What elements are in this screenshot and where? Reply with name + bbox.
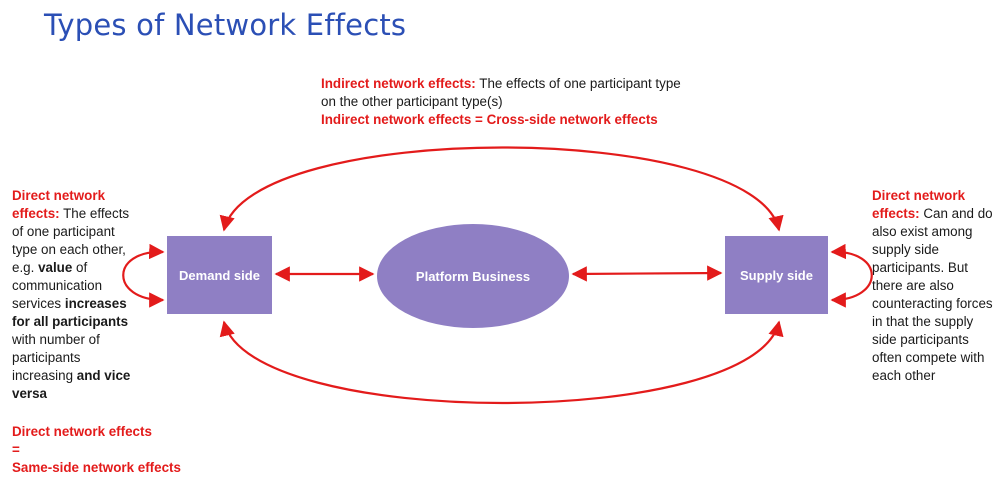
equation-line: Same-side network effects: [12, 460, 181, 475]
direct-effects-text: The effects of one participant type on e…: [12, 206, 130, 275]
emphasis-increases: increases for all participants: [12, 296, 129, 329]
emphasis-vice-versa: and vice versa: [12, 368, 131, 401]
demand-self-loop-arrow: [122, 243, 165, 308]
direct-effects-label: Direct network effects:: [12, 188, 106, 221]
direct-effects-text: of communication services: [12, 260, 103, 311]
bottom-arc-arrow: [219, 320, 784, 404]
direct-effects-equation: Direct network effects = Same-side netwo…: [12, 423, 212, 477]
emphasis-value: value: [38, 260, 73, 275]
direct-effects-supply-note: Direct network effects: Can and do also …: [872, 187, 996, 385]
indirect-effects-text: The effects of one participant type on t…: [321, 76, 681, 109]
direct-effects-label: Direct network effects:: [872, 188, 966, 221]
platform-business-node: Platform Business: [377, 224, 569, 328]
page-title: Types of Network Effects: [44, 8, 407, 42]
direct-effects-text: Can and do also exist among supply side …: [872, 206, 993, 383]
top-arc-arrow: [219, 146, 784, 232]
direct-effects-text: with number of participants increasing: [12, 332, 100, 383]
demand-side-node: Demand side: [167, 236, 272, 314]
platform-supply-arrow: [571, 265, 723, 282]
supply-side-node: Supply side: [725, 236, 828, 314]
indirect-effects-equation: Indirect network effects = Cross-side ne…: [321, 112, 658, 127]
direct-effects-demand-note: Direct network effects: The effects of o…: [12, 187, 137, 403]
indirect-effects-note: Indirect network effects: The effects of…: [321, 75, 681, 129]
equation-equals: =: [12, 442, 20, 457]
supply-self-loop-arrow: [830, 243, 873, 308]
indirect-effects-label: Indirect network effects:: [321, 76, 476, 91]
equation-line: Direct network effects: [12, 424, 152, 439]
